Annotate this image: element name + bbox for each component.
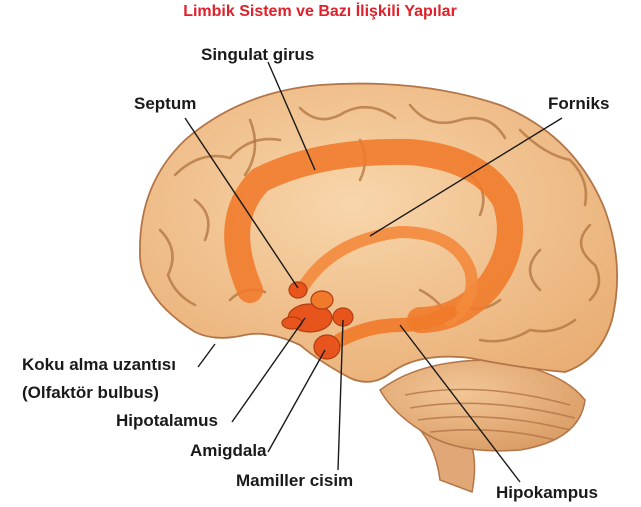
label-singulat-girus: Singulat girus: [201, 45, 314, 64]
cerebellum: [380, 360, 585, 451]
amygdala-shape: [314, 335, 340, 359]
label-hipotalamus: Hipotalamus: [116, 411, 218, 430]
diagram-title: Limbik Sistem ve Bazı İlişkili Yapılar: [183, 2, 457, 20]
label-forniks: Forniks: [548, 94, 609, 113]
label-amigdala: Amigdala: [190, 441, 267, 460]
leader-koku-alma: [198, 344, 215, 367]
fornix-node: [311, 291, 333, 309]
label-septum: Septum: [134, 94, 196, 113]
leader-amigdala: [268, 350, 325, 452]
label-mamiller-cisim: Mamiller cisim: [236, 471, 353, 490]
label-hipokampus: Hipokampus: [496, 483, 598, 502]
septum-shape: [289, 282, 307, 298]
label-koku-alma-line2: (Olfaktör bulbus): [22, 383, 159, 402]
label-koku-alma-line1: Koku alma uzantısı: [22, 355, 176, 374]
